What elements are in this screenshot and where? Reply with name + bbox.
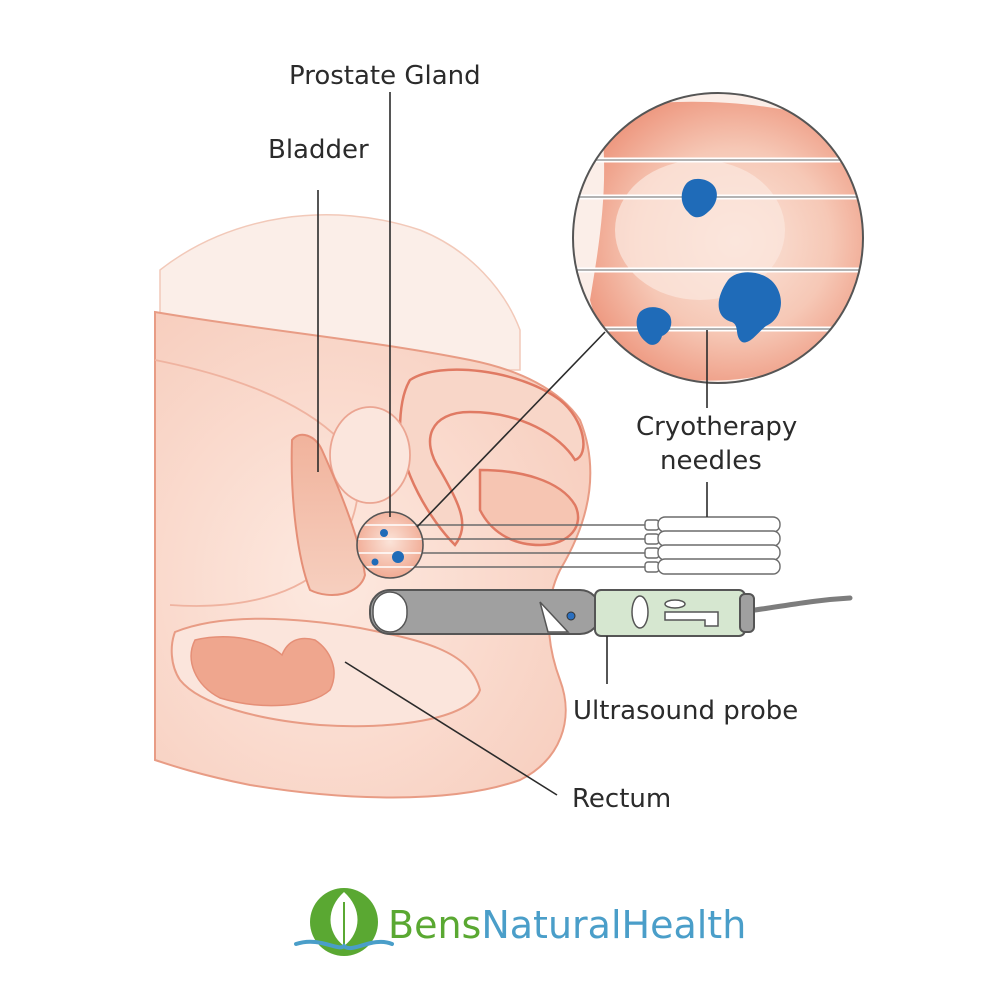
leader-rectum [344,661,558,796]
needle-collar-1 [644,519,660,531]
zoom-connector-line [416,331,606,528]
label-prostate-gland: Prostate Gland [289,61,481,91]
probe-button [566,611,576,621]
needle-collar-2 [644,533,660,545]
zoom-outline [572,92,864,384]
probe-slot [664,599,686,609]
ultrasound-probe [369,589,853,637]
seminal-vesicle [329,406,411,504]
label-cryotherapy-line2: needles [660,446,762,476]
probe-tip [372,591,408,633]
probe-marker [539,601,570,633]
needle-collar-3 [644,547,660,559]
needle-handle-3 [657,544,781,561]
label-rectum: Rectum [572,784,671,814]
needle-handle-2 [657,530,781,547]
probe-key [664,611,719,627]
tumor-blob-1 [681,178,717,218]
prostate-gland [356,511,424,579]
needle-handle-4 [657,558,781,575]
brand-name-part1: Bens [388,903,481,947]
pubic-bone [398,368,585,547]
needle-collar-4 [644,561,660,573]
label-ultrasound-probe: Ultrasound probe [573,696,798,726]
needle-handle-1 [657,516,781,533]
probe-cable [752,595,853,613]
probe-window [631,595,649,629]
rectum-lumen [190,636,335,707]
anatomy-body [154,214,592,799]
zoom-inset [572,92,864,384]
brand-name-part2: NaturalHealth [481,903,746,947]
tumor-spot [392,551,404,563]
tumor-spot [380,529,388,537]
label-cryotherapy-line1: Cryotherapy [636,412,797,442]
brand-name: BensNaturalHealth [388,903,746,947]
tumor-blob-2 [718,272,781,343]
urethral-tube [478,468,580,547]
probe-end-cap [739,593,755,633]
tumor-blob-3 [636,307,672,345]
leaf-icon [294,888,394,956]
label-bladder: Bladder [268,135,369,165]
bladder-organ [290,433,367,596]
tumor-spot [371,558,379,566]
brand-logo: BensNaturalHealth [294,888,746,956]
